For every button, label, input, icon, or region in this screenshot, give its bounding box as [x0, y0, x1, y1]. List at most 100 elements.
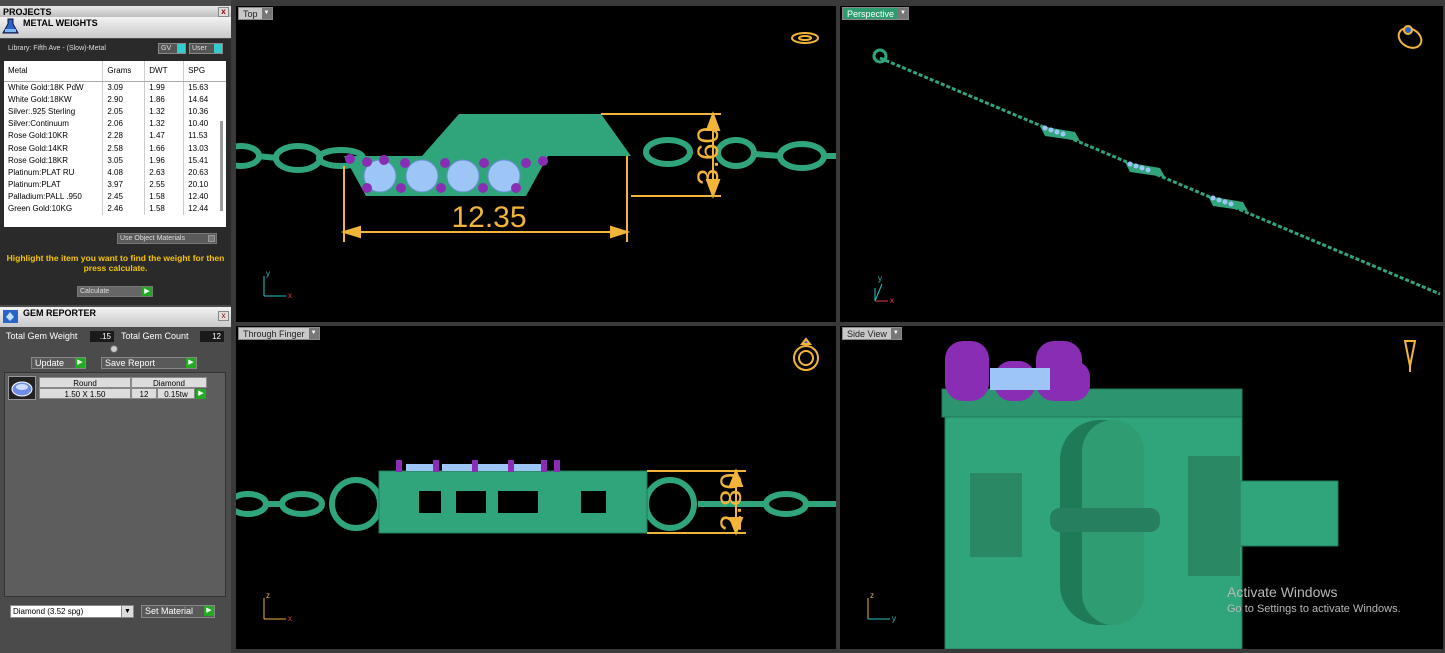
grams-value: 3.97: [102, 178, 146, 191]
dwt-value: 1.66: [144, 141, 185, 155]
chevron-down-icon: ▼: [308, 328, 319, 339]
user-toggle[interactable]: User: [189, 43, 223, 54]
svg-text:x: x: [890, 296, 894, 305]
dwt-value: 2.63: [144, 166, 185, 179]
material-select[interactable]: Diamond (3.52 spg)▼: [10, 605, 134, 618]
top-label-text: Top: [243, 9, 258, 19]
finger-label-text: Through Finger: [243, 329, 305, 339]
finger-height-dimension: 2.80: [715, 473, 748, 531]
flask-icon: [2, 18, 19, 34]
total-count-value: 12: [200, 331, 224, 342]
spg-value: 12.40: [183, 190, 226, 203]
set-material-button[interactable]: Set Material ▶: [141, 605, 215, 618]
spg-value: 15.41: [183, 154, 226, 167]
total-weight-label: Total Gem Weight: [6, 331, 78, 341]
gem-weight: 0.15tw: [157, 388, 195, 399]
perspective-view-drawing: yx: [872, 25, 1441, 305]
round-gem-icon[interactable]: [8, 376, 36, 400]
gem-shape: Round: [39, 377, 131, 388]
viewport-finger-label[interactable]: Through Finger▼: [238, 327, 320, 340]
svg-text:z: z: [266, 591, 270, 600]
grams-value: 4.08: [102, 166, 146, 179]
chevron-down-icon: ▼: [898, 8, 909, 19]
dwt-value: 1.32: [144, 117, 185, 130]
grams-value: 3.05: [102, 154, 146, 167]
svg-text:y: y: [266, 269, 270, 278]
svg-text:y: y: [878, 274, 882, 283]
metal-name: White Gold:18K PdW: [4, 81, 104, 94]
svg-text:z: z: [870, 591, 874, 600]
calculate-button[interactable]: Calculate▶: [77, 286, 153, 297]
spg-value: 12.44: [183, 202, 226, 216]
play-icon[interactable]: ▶: [196, 389, 206, 399]
toggle-icon: [177, 44, 185, 53]
metal-weights-header: METAL WEIGHTS: [0, 17, 231, 38]
gem-reporter-title: GEM REPORTER: [23, 308, 97, 318]
gv-toggle[interactable]: GV: [158, 43, 186, 54]
spg-value: 10.40: [183, 117, 226, 130]
gem-reporter-icon: [3, 310, 18, 323]
play-icon: ▶: [204, 606, 214, 616]
height-dimension: 3.60: [692, 127, 725, 185]
vertical-scrollbar[interactable]: [220, 121, 223, 211]
slider-handle[interactable]: [110, 345, 118, 353]
gem-type: Diamond: [131, 377, 207, 388]
metal-name: Platinum:PLAT: [4, 178, 104, 191]
metal-name: Silver:.925 Sterling: [4, 105, 104, 118]
viewport-side-label[interactable]: Side View▼: [842, 327, 902, 340]
metal-name: Silver:Continuum: [4, 117, 104, 130]
dwt-value: 1.58: [144, 202, 185, 216]
viewport-through-finger[interactable]: 2.80 z x Through Finger▼: [236, 326, 836, 649]
spg-value: 20.10: [183, 178, 226, 191]
viewport-perspective-label[interactable]: Perspective▼: [842, 7, 910, 20]
toggle-icon: [214, 44, 222, 53]
save-report-button[interactable]: Save Report▶: [101, 357, 197, 369]
close-icon[interactable]: x: [218, 7, 229, 17]
viewport-side[interactable]: z y Side View▼: [840, 326, 1443, 649]
hint-text: Highlight the item you want to find the …: [6, 253, 225, 273]
close-icon[interactable]: x: [218, 311, 229, 321]
svg-text:x: x: [288, 614, 292, 623]
play-icon: ▶: [75, 358, 85, 368]
svg-text:x: x: [288, 291, 292, 300]
metal-name: Rose Gold:10KR: [4, 129, 104, 142]
grams-value: 2.06: [102, 117, 146, 130]
metal-name: Platinum:PLAT RU: [4, 166, 104, 179]
svg-text:y: y: [892, 614, 896, 623]
metal-name: Green Gold:10KG: [4, 202, 104, 216]
grams-value: 2.45: [102, 190, 146, 203]
spg-value: 10.36: [183, 105, 226, 118]
viewport-top-label[interactable]: Top▼: [238, 7, 273, 20]
update-label: Update: [35, 358, 65, 368]
metal-name: Palladium:PALL .950: [4, 190, 104, 203]
set-material-label: Set Material: [145, 606, 194, 616]
total-count-label: Total Gem Count: [121, 331, 189, 341]
gem-reporter-header: GEM REPORTER x: [0, 307, 231, 327]
left-panel: PROJECTS x METAL WEIGHTS Library: Fifth …: [0, 0, 231, 653]
table-header: Metal Grams DWT SPG: [4, 61, 226, 82]
update-button[interactable]: Update ▶: [31, 357, 86, 369]
activate-windows-title: Activate Windows: [1227, 584, 1338, 600]
user-label: User: [192, 45, 207, 52]
gem-list: Round Diamond 1.50 X 1.50 12 0.15tw ▶: [4, 372, 226, 597]
dwt-value: 1.96: [144, 154, 185, 167]
dwt-value: 1.58: [144, 190, 185, 203]
metal-name: Rose Gold:18KR: [4, 154, 104, 167]
use-object-materials-dropdown[interactable]: Use Object Materials: [117, 233, 217, 244]
play-icon: ▶: [186, 358, 196, 368]
total-weight-value: .15: [90, 331, 114, 342]
